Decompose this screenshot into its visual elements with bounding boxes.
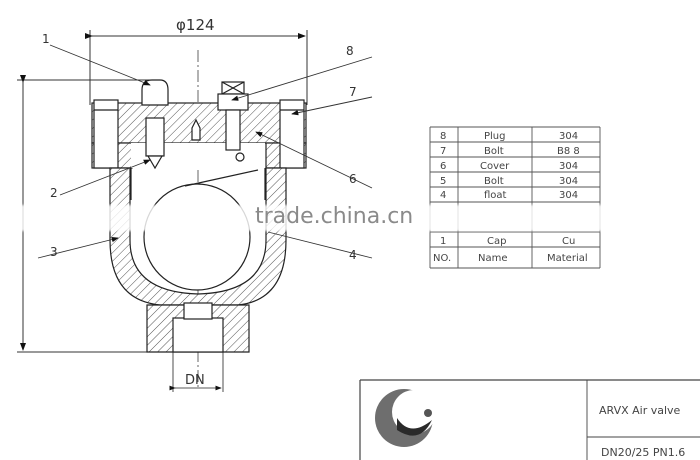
svg-text:NO.: NO. <box>433 253 451 264</box>
svg-text:Bolt: Bolt <box>484 146 504 157</box>
dn-label: DN <box>185 373 205 388</box>
svg-text:304: 304 <box>559 190 578 201</box>
svg-text:5: 5 <box>440 176 446 187</box>
title-text: ARVX Air valve <box>599 404 681 417</box>
table-row: 6 Cover 304 <box>440 161 578 172</box>
svg-text:Cover: Cover <box>480 161 510 172</box>
leader-8 <box>231 56 373 101</box>
table-row: 1 Cap Cu <box>440 236 575 247</box>
svg-text:304: 304 <box>559 176 578 187</box>
callout-8: 8 <box>346 44 354 58</box>
watermark: trade.china.cn <box>255 204 414 229</box>
leader-1 <box>49 44 151 86</box>
leader-7 <box>291 96 373 116</box>
svg-text:7: 7 <box>440 146 446 157</box>
company-logo <box>375 389 436 447</box>
svg-text:float: float <box>484 190 507 201</box>
cap <box>141 79 169 106</box>
svg-text:304: 304 <box>559 131 578 142</box>
svg-text:Cap: Cap <box>487 236 506 247</box>
float-ball <box>143 183 251 291</box>
leader-6 <box>255 131 373 189</box>
svg-text:Cu: Cu <box>562 236 575 247</box>
callout-6: 6 <box>349 172 357 186</box>
title-block <box>359 379 700 460</box>
spec-text: DN20/25 PN1.6 <box>601 446 685 459</box>
callout-4: 4 <box>349 248 357 262</box>
table-row: 7 Bolt B8 8 <box>440 146 580 157</box>
diameter-dimension <box>85 30 308 105</box>
watermark-band <box>0 205 700 231</box>
svg-text:B8 8: B8 8 <box>557 146 580 157</box>
table-row: 8 Plug 304 <box>440 131 578 142</box>
svg-text:Plug: Plug <box>484 131 506 142</box>
callout-2: 2 <box>50 186 58 200</box>
diameter-label: φ124 <box>176 16 215 34</box>
leader-2 <box>59 159 151 196</box>
leader-3 <box>37 236 119 259</box>
svg-text:6: 6 <box>440 161 446 172</box>
valve-body <box>109 167 287 306</box>
table-row: 5 Bolt 304 <box>440 176 578 187</box>
table-row: 4 float 304 <box>440 190 578 201</box>
callout-3: 3 <box>50 245 58 259</box>
table-header: NO. Name Material <box>433 253 588 264</box>
svg-text:Name: Name <box>478 253 508 264</box>
svg-text:Material: Material <box>547 253 588 264</box>
svg-text:1: 1 <box>440 236 446 247</box>
leader-4 <box>267 231 373 259</box>
svg-text:Bolt: Bolt <box>484 176 504 187</box>
svg-text:8: 8 <box>440 131 446 142</box>
inlet-port <box>172 317 224 353</box>
callout-7: 7 <box>349 85 357 99</box>
svg-text:4: 4 <box>440 190 446 201</box>
callout-1: 1 <box>42 32 50 46</box>
bolt-left <box>93 99 119 169</box>
svg-text:304: 304 <box>559 161 578 172</box>
